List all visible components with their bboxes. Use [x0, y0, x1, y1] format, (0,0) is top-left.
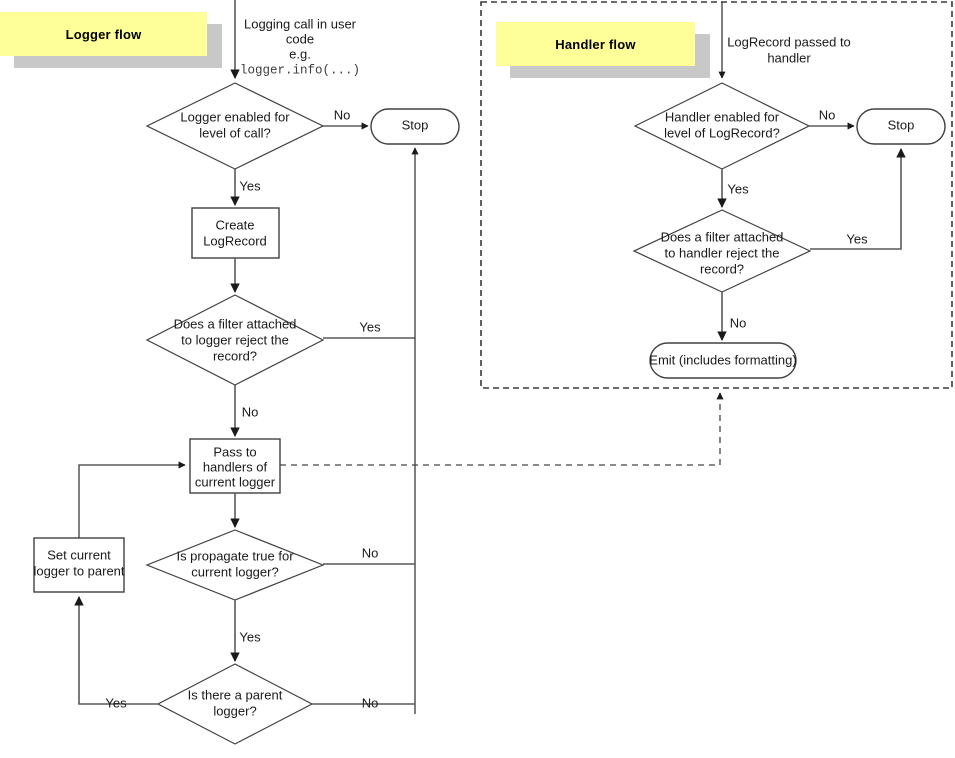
node-has-parent-line-1: Is there a parent: [188, 687, 283, 702]
logger-entry-line-4: logger.info(...): [240, 63, 360, 77]
node-stop-label: Stop: [402, 117, 429, 132]
logger-entry-line-3: e.g.: [289, 46, 311, 61]
node-pass-to-handlers-line-3: current logger: [195, 474, 276, 489]
node-handler-stop: [856, 108, 946, 145]
node-emit: [649, 342, 797, 379]
node-set-current-logger-to-parent: [33, 537, 125, 593]
node-logger-enabled-line-1: Logger enabled for: [180, 109, 290, 124]
node-create-logrecord-line-2: LogRecord: [203, 233, 267, 248]
edge-label-logger-enabled-no: No: [334, 107, 351, 122]
node-pass-to-handlers-line-2: handlers of: [203, 459, 268, 474]
node-handler-stop-label: Stop: [888, 117, 915, 132]
edge-label-propagate-yes: Yes: [239, 629, 261, 644]
node-stop: [370, 108, 460, 145]
node-handler-enabled-line-1: Handler enabled for: [665, 109, 780, 124]
logger-flow-banner-label: Logger flow: [65, 26, 142, 42]
node-logger-filter-line-3: record?: [213, 348, 257, 363]
node-logger-enabled-line-2: level of call?: [199, 125, 271, 140]
edge-label-handler-enabled-yes: Yes: [727, 181, 749, 196]
node-has-parent-line-2: logger?: [213, 703, 256, 718]
logger-entry-caption: Logging call in user code e.g. logger.in…: [240, 16, 360, 77]
edge-label-propagate-no: No: [362, 545, 379, 560]
edge-label-has-parent-no: No: [362, 695, 379, 710]
node-has-parent: [156, 663, 314, 745]
node-set-parent-line-1: Set current: [47, 547, 111, 562]
node-is-propagate-line-1: Is propagate true for: [176, 548, 294, 563]
handler-flow-group-box: [480, 1, 953, 389]
edge-label-handler-filter-no: No: [730, 315, 747, 330]
handler-flow-banner-fill: Handler flow: [496, 22, 695, 66]
node-pass-to-handlers: [189, 438, 281, 494]
node-create-logrecord-line-1: Create: [215, 217, 254, 232]
logger-entry-line-2: code: [286, 31, 314, 46]
node-create-logrecord: [191, 207, 280, 259]
edge-label-logger-filter-yes: Yes: [359, 319, 381, 334]
edge-pass-to-handler-flow: [280, 392, 724, 466]
edge-label-logger-enabled-yes: Yes: [239, 178, 261, 193]
node-logger-filter-line-1: Does a filter attached: [174, 316, 297, 331]
edge-label-handler-filter-yes: Yes: [846, 231, 868, 246]
node-emit-label: Emit (includes formatting): [649, 352, 796, 367]
edge-handler-filter-yes: [810, 148, 906, 250]
logger-entry-line-1: Logging call in user: [244, 16, 357, 31]
edge-set-parent-to-pass: [78, 461, 186, 538]
node-set-parent-line-2: logger to parent: [33, 563, 124, 578]
node-handler-filter-line-1: Does a filter attached: [661, 229, 784, 244]
edge-label-has-parent-yes: Yes: [105, 695, 127, 710]
handler-flow-banner: Handler flow: [496, 22, 710, 78]
handler-entry-line-2: handler: [767, 50, 811, 65]
node-logger-filter-line-2: to logger reject the: [181, 332, 289, 347]
edge-label-handler-enabled-no: No: [819, 107, 836, 122]
node-handler-enabled-line-2: level of LogRecord?: [664, 125, 780, 140]
node-handler-filter-line-2: to handler reject the: [665, 245, 780, 260]
handler-entry-caption: LogRecord passed to handler: [727, 34, 851, 65]
logger-flow-banner: Logger flow: [0, 12, 222, 68]
handler-entry-line-1: LogRecord passed to: [727, 34, 851, 49]
edge-has-parent-yes: [74, 596, 158, 705]
logger-flow-banner-fill: Logger flow: [0, 12, 207, 56]
handler-flow-banner-label: Handler flow: [555, 36, 636, 52]
node-handler-filter-line-3: record?: [700, 261, 744, 276]
edge-label-logger-filter-no: No: [242, 404, 259, 419]
node-pass-to-handlers-line-1: Pass to: [213, 444, 256, 459]
node-is-propagate-line-2: current logger?: [191, 564, 278, 579]
